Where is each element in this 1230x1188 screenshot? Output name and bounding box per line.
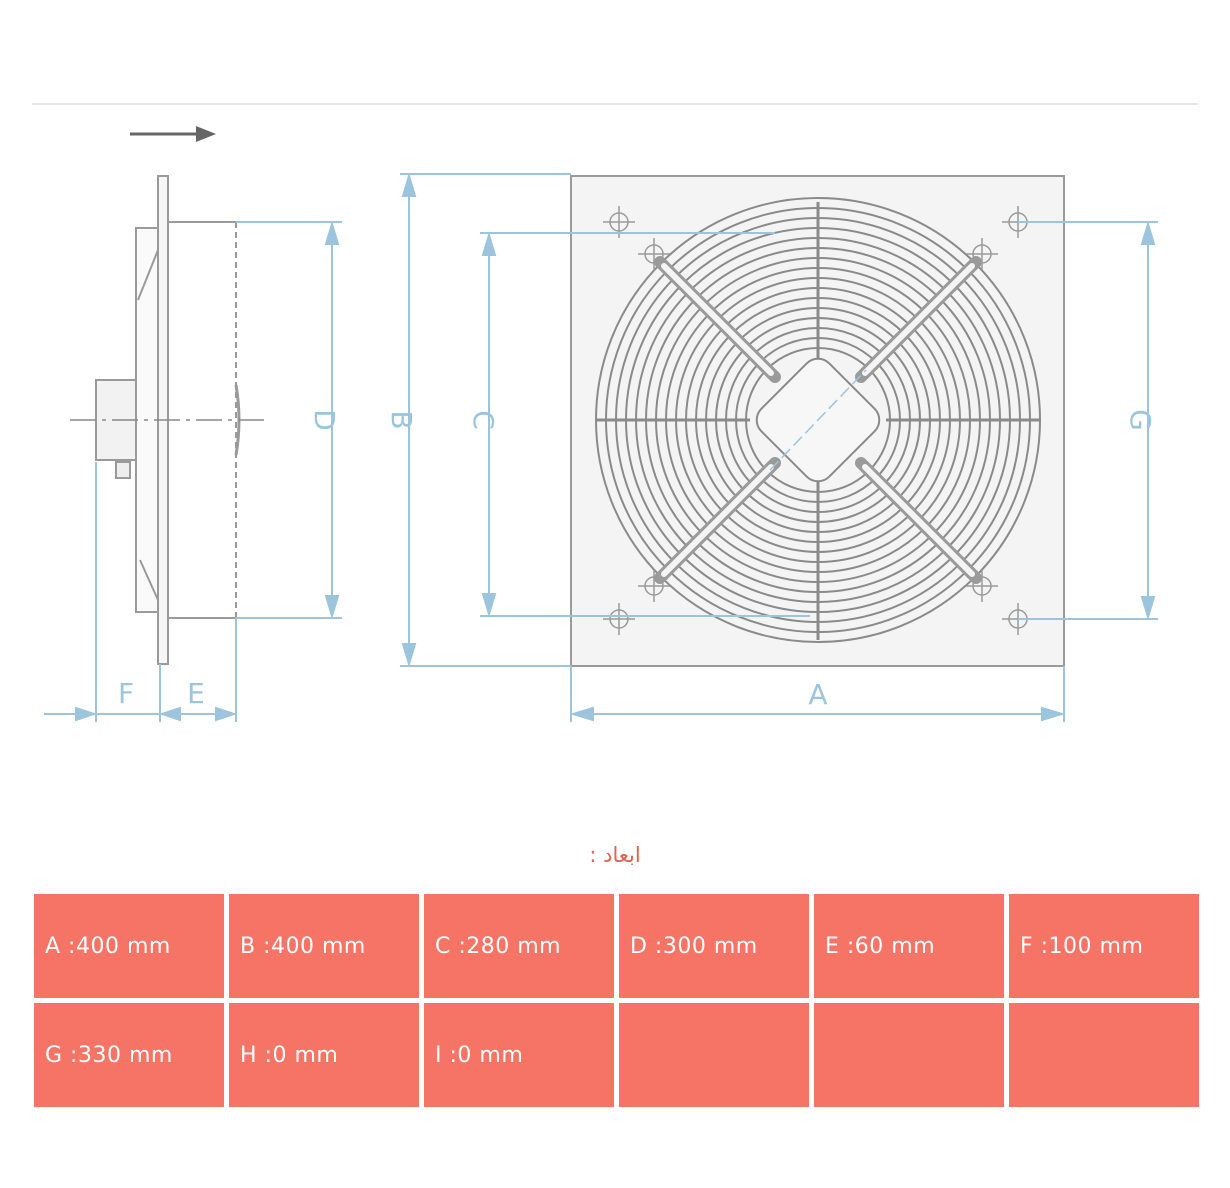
- dimension-g: [1018, 220, 1158, 621]
- mounting-hole-icon: [638, 570, 670, 602]
- top-divider: [32, 103, 1198, 105]
- fan-technical-drawing: D F E: [44, 126, 1158, 722]
- cell-empty-2: [814, 1003, 1004, 1107]
- label-d: D: [308, 409, 341, 431]
- dimension-f-e: [44, 462, 238, 722]
- cell-f: F :100 mm: [1009, 894, 1199, 998]
- cell-e: E :60 mm: [814, 894, 1004, 998]
- cell-i: I :0 mm: [424, 1003, 614, 1107]
- label-e: E: [187, 677, 205, 710]
- cell-empty-3: [1009, 1003, 1199, 1107]
- dimension-c: [480, 231, 810, 618]
- dimensions-heading: ابعاد :: [589, 843, 641, 867]
- cell-d: D :300 mm: [619, 894, 809, 998]
- mounting-hole-icon: [966, 238, 998, 270]
- cell-empty-1: [619, 1003, 809, 1107]
- label-f: F: [118, 677, 134, 710]
- dimension-b: [400, 172, 571, 668]
- cell-c: C :280 mm: [424, 894, 614, 998]
- mounting-hole-icon: [603, 603, 635, 635]
- guard-cross-bars: [596, 202, 1040, 640]
- mounting-hole-icon: [638, 238, 670, 270]
- cell-b: B :400 mm: [229, 894, 419, 998]
- airflow-arrow-icon: [130, 126, 216, 142]
- cell-g: G :330 mm: [34, 1003, 224, 1107]
- dimension-d: [236, 220, 342, 620]
- label-a: A: [808, 678, 827, 711]
- label-c: C: [467, 410, 500, 430]
- dimensions-table: A :400 mm B :400 mm C :280 mm D :300 mm …: [34, 894, 1199, 1107]
- cell-h: H :0 mm: [229, 1003, 419, 1107]
- label-g: G: [1124, 409, 1157, 431]
- label-b: B: [385, 410, 418, 429]
- cell-a: A :400 mm: [34, 894, 224, 998]
- support-arms-inner: [661, 263, 975, 577]
- dimension-a: [569, 666, 1066, 722]
- mounting-hole-icon: [966, 570, 998, 602]
- front-view: [570, 175, 1065, 667]
